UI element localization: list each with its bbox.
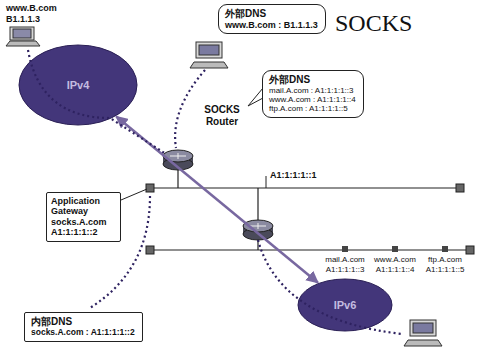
dns-callout: 外部DNSwww.B.com : B1.1.1.3 (218, 4, 326, 34)
node-heading: 外部DNS (269, 74, 357, 86)
dns-computer (190, 42, 228, 68)
node-text: www.A.com : A1:1:1:1::4 (269, 95, 357, 104)
link-arrow (116, 117, 318, 283)
node-heading: 外部DNS (225, 8, 319, 20)
host-computer (6, 27, 40, 46)
node-text: www.B.com : B1.1.1.3 (225, 20, 319, 30)
node-text: A1:1:1:1::2 (51, 227, 116, 237)
server-name: www.A.com (370, 255, 420, 264)
dns-callout: 外部DNSmail.A.com : A1:1:1:1::3www.A.com :… (262, 70, 364, 118)
node-text: socks.A.com (51, 217, 116, 227)
network-cloud: IPv4 (18, 44, 138, 126)
dotted-path (258, 240, 402, 334)
dotted-path (175, 70, 205, 148)
node-heading: 内部DNS (31, 316, 136, 328)
upper-network-bus (146, 170, 464, 224)
dotted-path (28, 50, 166, 154)
node-text: socks.A.com : A1:1:1:1::2 (31, 328, 136, 338)
node-text: mail.A.com : A1:1:1:1::3 (269, 86, 357, 95)
interface-address: A1:1:1:1::1 (270, 170, 317, 180)
dotted-path (90, 196, 150, 308)
server-address: A1:1:1:1::5 (420, 265, 470, 274)
host-name: www.B.com (6, 3, 57, 13)
cloud-shape (298, 279, 392, 331)
server-name: mail.A.com (320, 255, 370, 264)
dns-box: 内部DNSsocks.A.com : A1:1:1:1::2 (24, 312, 143, 342)
diagram-title: SOCKS (335, 10, 412, 38)
host-address: B1.1.1.3 (6, 14, 40, 24)
node-heading: Application Gateway (51, 196, 116, 217)
lower-network-bus (146, 238, 474, 254)
server-address: A1:1:1:1::4 (370, 265, 420, 274)
server-name: ftp.A.com (420, 255, 470, 264)
node-heading: IPv6 (334, 299, 357, 312)
node-text: ftp.A.com : A1:1:1:1::5 (269, 104, 357, 113)
router-label: SOCKS Router (196, 104, 248, 127)
client-computer (404, 320, 442, 346)
gateway-box: Application Gatewaysocks.A.comA1:1:1:1::… (46, 192, 121, 242)
router-symbol (243, 220, 273, 240)
network-cloud: IPv6 (297, 278, 393, 332)
gateway-leader (121, 189, 147, 200)
cloud-shape (19, 45, 137, 125)
server-address: A1:1:1:1::3 (320, 265, 370, 274)
callout-tail (248, 88, 263, 106)
node-heading: IPv4 (67, 79, 90, 92)
